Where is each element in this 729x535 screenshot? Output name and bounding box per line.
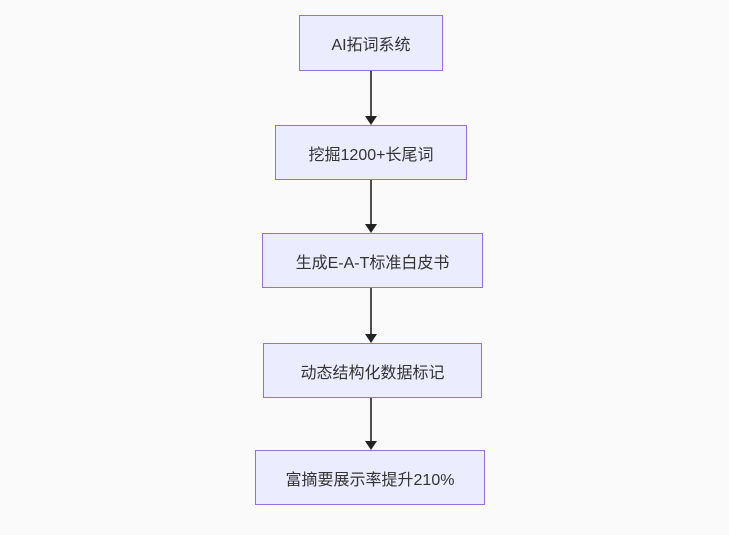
edge-line (370, 71, 372, 116)
flow-edge-3 (363, 288, 379, 343)
edge-line (370, 288, 372, 334)
flow-node-label: 生成E-A-T标准白皮书 (295, 254, 450, 272)
flow-node-label: 富摘要展示率提升210% (285, 471, 455, 489)
flow-node-label: AI拓词系统 (331, 37, 411, 54)
flow-node-label: 挖掘1200+长尾词 (308, 146, 434, 164)
flow-node-structured-data: 动态结构化数据标记 (263, 343, 482, 398)
arrowhead-down-icon (365, 441, 377, 450)
arrowhead-down-icon (365, 334, 377, 343)
flow-node-ai-word-system: AI拓词系统 (299, 15, 443, 71)
edge-line (370, 180, 372, 224)
arrowhead-down-icon (365, 224, 377, 233)
flow-edge-1 (363, 71, 379, 125)
arrowhead-down-icon (365, 116, 377, 125)
edge-line (370, 398, 372, 441)
flow-edge-2 (363, 180, 379, 233)
flow-node-longtail-mining: 挖掘1200+长尾词 (275, 125, 467, 180)
flow-node-label: 动态结构化数据标记 (300, 364, 445, 382)
flow-node-rich-snippet-result: 富摘要展示率提升210% (255, 450, 485, 505)
flow-node-eat-whitepaper: 生成E-A-T标准白皮书 (262, 233, 483, 288)
flow-edge-4 (363, 398, 379, 450)
